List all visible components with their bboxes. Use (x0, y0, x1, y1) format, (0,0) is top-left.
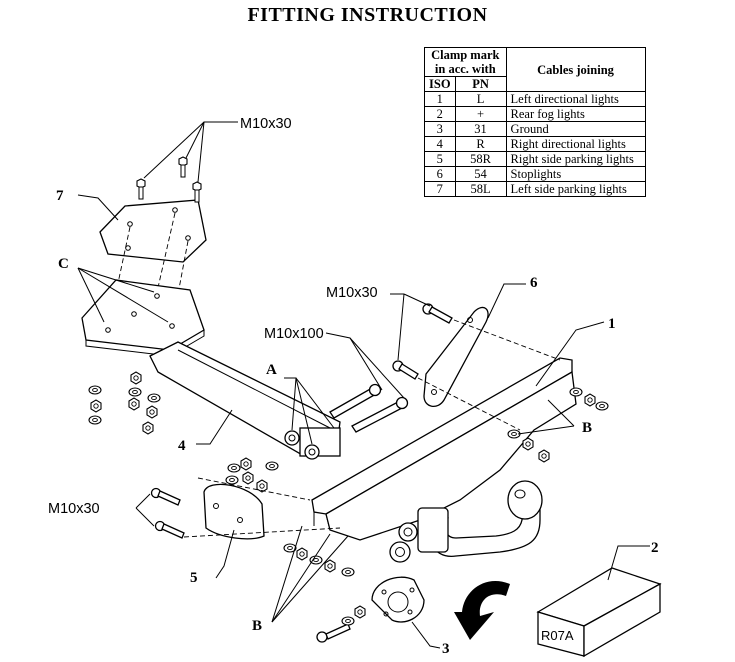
wiring-table: Clamp mark in acc. with Cables joining I… (424, 47, 646, 197)
towball-neck (389, 480, 543, 563)
part-label-3: 3 (442, 641, 450, 657)
clamp-mark-header: Clamp mark in acc. with (424, 47, 507, 77)
part-label-7: 7 (56, 188, 64, 204)
left-nut-stack (88, 371, 161, 435)
desc-cell: Right side parking lights (505, 151, 646, 167)
clamp-mark-header-line2: in acc. with (434, 62, 496, 76)
desc-cell: Left side parking lights (505, 181, 646, 197)
desc-cell: Right directional lights (505, 136, 646, 152)
part-label-a: A (266, 362, 277, 378)
part-label-c: C (58, 256, 69, 272)
socket-plate-3 (371, 576, 425, 623)
part-label-1: 1 (608, 316, 616, 332)
plate-5-bolts (150, 487, 185, 539)
part-label-5: 5 (190, 570, 198, 586)
side-plate-6 (423, 306, 489, 407)
table-subheader-row: ISO PN (424, 76, 646, 92)
page-title: FITTING INSTRUCTION (247, 4, 488, 26)
part-label-4: 4 (178, 438, 186, 454)
box-code-label: R07A (541, 628, 574, 643)
crossbar-1 (311, 357, 577, 541)
long-bolts (329, 383, 409, 433)
bolt-size-label: M10x30 (240, 116, 292, 132)
table-row: 2+Rear fog lights (424, 106, 646, 122)
direction-arrow (454, 580, 510, 640)
desc-cell: Rear fog lights (505, 106, 646, 122)
clamp-mark-header-line1: Clamp mark (431, 48, 500, 62)
iso-cell: 7 (424, 181, 456, 197)
part-label-b-right: B (582, 420, 592, 436)
part-label-6: 6 (530, 275, 538, 291)
pn-header: PN (454, 76, 507, 92)
bracket-plate-7 (99, 199, 207, 263)
bolt-size-label: M10x100 (264, 326, 324, 342)
bolt-plate-6 (392, 303, 453, 380)
bolt-size-label: M10x30 (326, 285, 378, 301)
top-bolts (136, 156, 202, 203)
side-plate-5 (203, 483, 265, 540)
part-label-2: 2 (651, 540, 659, 556)
part-label-b-bottom: B (252, 618, 262, 634)
pn-cell: 58R (454, 151, 507, 167)
bolt-size-label: M10x30 (48, 501, 100, 517)
product-box-2 (536, 567, 662, 658)
bracket-plate-c (81, 279, 205, 357)
bottom-bolt (316, 605, 366, 643)
